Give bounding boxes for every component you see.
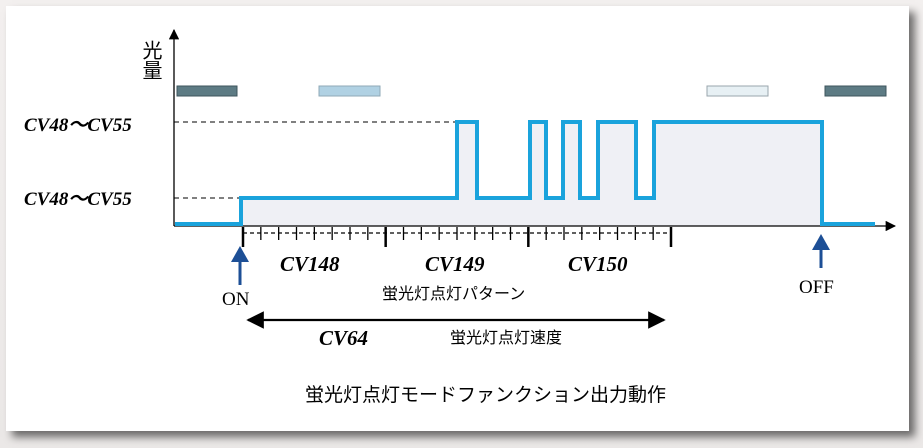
indicator-bar-4 (824, 85, 887, 97)
pattern-label: 蛍光灯点灯パターン (382, 285, 525, 303)
indicator-bar-1 (176, 85, 238, 97)
speed-label: 蛍光灯点灯速度 (450, 329, 562, 347)
segment-label-cv148: CV148 (280, 252, 340, 276)
segment-label-cv150: CV150 (568, 252, 628, 276)
indicator-bar-2 (318, 85, 381, 97)
segment-label-cv149: CV149 (425, 252, 485, 276)
on-marker-arrowhead (231, 246, 249, 262)
off-label: OFF (799, 277, 834, 298)
y-axis-label: 光量 (139, 40, 162, 80)
diagram-caption: 蛍光灯点灯モードファンクション出力動作 (305, 384, 666, 406)
off-marker-arrowhead (812, 234, 830, 250)
level-low-label: CV48～CV55 (24, 189, 132, 210)
timing-ticks (241, 227, 673, 247)
on-label: ON (222, 289, 250, 310)
level-high-label: CV48～CV55 (24, 115, 132, 136)
signal-waveform (175, 120, 875, 226)
speed-cv-label: CV64 (319, 326, 368, 350)
indicator-bar-3 (706, 85, 769, 97)
